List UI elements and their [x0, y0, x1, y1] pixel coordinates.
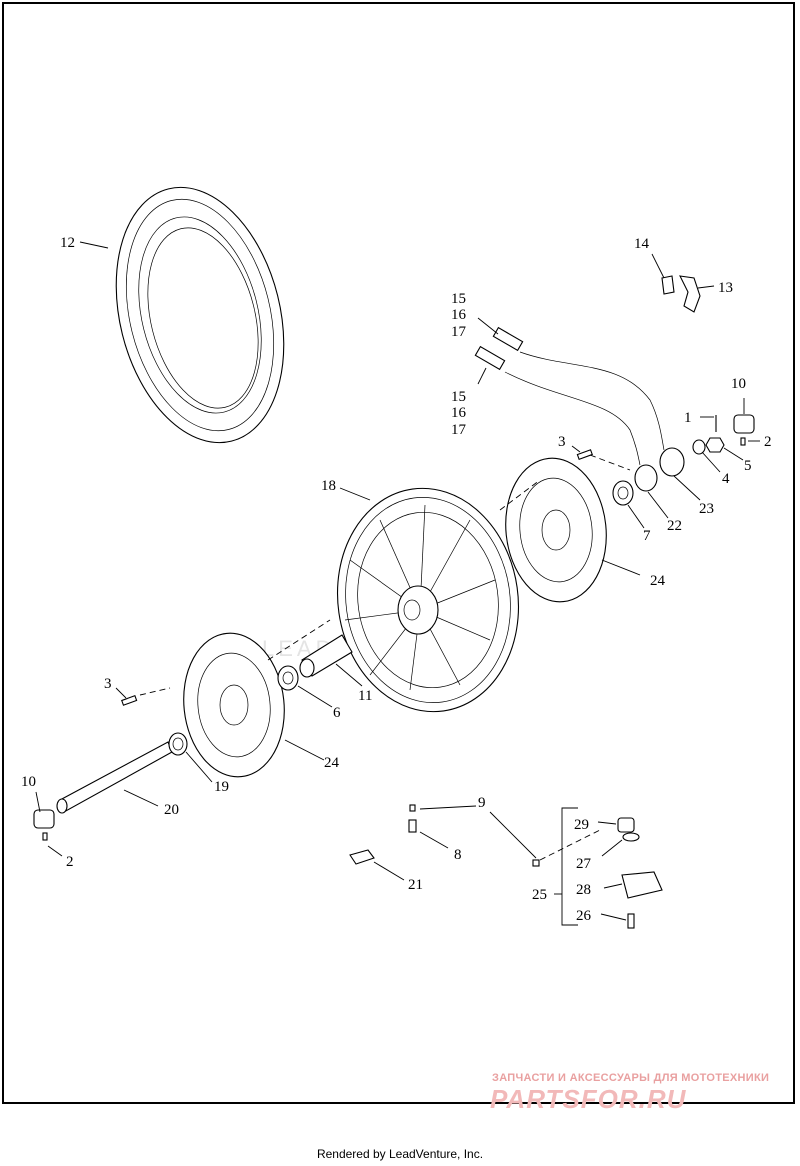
axle-nut[interactable] — [705, 437, 725, 453]
callout-16a: 16 — [451, 307, 467, 323]
callout-9: 9 — [478, 795, 486, 811]
brake-rotor-left[interactable] — [177, 628, 292, 782]
wheel-weight[interactable] — [349, 849, 375, 865]
callout-2b: 2 — [66, 854, 74, 870]
callout-8: 8 — [454, 847, 462, 863]
sensor-cables[interactable] — [474, 326, 665, 466]
callout-5: 5 — [744, 458, 752, 474]
leader-lines — [35, 241, 760, 921]
callout-11: 11 — [358, 688, 372, 704]
callout-10a: 10 — [731, 376, 746, 392]
callout-15a: 15 — [451, 291, 466, 307]
sensor-bracket[interactable] — [661, 275, 701, 313]
valve-stem[interactable] — [408, 804, 417, 833]
axle[interactable] — [56, 741, 173, 814]
callout-labels: 12 14 13 15 16 17 15 16 17 10 1 2 3 5 4 … — [21, 235, 772, 924]
callout-18: 18 — [321, 478, 336, 494]
spacer[interactable] — [299, 634, 353, 678]
tire[interactable] — [91, 170, 309, 461]
callout-23: 23 — [699, 501, 714, 517]
callout-19: 19 — [214, 779, 229, 795]
callout-13: 13 — [718, 280, 733, 296]
callout-3a: 3 — [558, 434, 566, 450]
axle-cap-left[interactable] — [33, 809, 55, 829]
left-spacer[interactable] — [168, 732, 188, 756]
watermark-tagline: ЗАПЧАСТИ И АКСЕССУАРЫ ДЛЯ МОТОТЕХНИКИ — [492, 1072, 770, 1084]
callout-12: 12 — [60, 235, 75, 251]
callout-29: 29 — [574, 817, 589, 833]
watermark-logo: PARTSFOR.RU — [490, 1084, 687, 1114]
fasteners[interactable] — [42, 415, 746, 841]
callout-15b: 15 — [451, 389, 466, 405]
callout-24a: 24 — [650, 573, 666, 589]
callout-7: 7 — [643, 528, 651, 544]
callout-14: 14 — [634, 236, 650, 252]
callout-28: 28 — [576, 882, 591, 898]
callout-6: 6 — [333, 705, 341, 721]
callout-25: 25 — [532, 887, 547, 903]
bearing-left[interactable] — [277, 665, 299, 691]
axle-cap-right[interactable] — [733, 414, 755, 434]
callout-26: 26 — [576, 908, 592, 924]
callout-1: 1 — [684, 410, 692, 426]
callout-24b: 24 — [324, 755, 340, 771]
callout-17b: 17 — [451, 422, 467, 438]
brake-rotor-right[interactable] — [499, 453, 614, 607]
callout-16b: 16 — [451, 405, 467, 421]
sensor-ring[interactable] — [634, 447, 685, 492]
washer[interactable] — [692, 439, 706, 455]
callout-20: 20 — [164, 802, 179, 818]
callout-21: 21 — [408, 877, 423, 893]
callout-4: 4 — [722, 471, 730, 487]
callout-17a: 17 — [451, 324, 467, 340]
callout-3b: 3 — [104, 676, 112, 692]
footer-credit: Rendered by LeadVenture, Inc. — [316, 1147, 484, 1161]
wheel[interactable] — [323, 477, 532, 724]
callout-22: 22 — [667, 518, 682, 534]
callout-27: 27 — [576, 856, 592, 872]
bearing-right[interactable] — [612, 480, 634, 506]
callout-2a: 2 — [764, 434, 772, 450]
callout-10b: 10 — [21, 774, 36, 790]
diagram-frame — [2, 2, 795, 1104]
alignment-lines — [139, 454, 631, 861]
tpms-sensor-kit[interactable] — [532, 807, 663, 929]
